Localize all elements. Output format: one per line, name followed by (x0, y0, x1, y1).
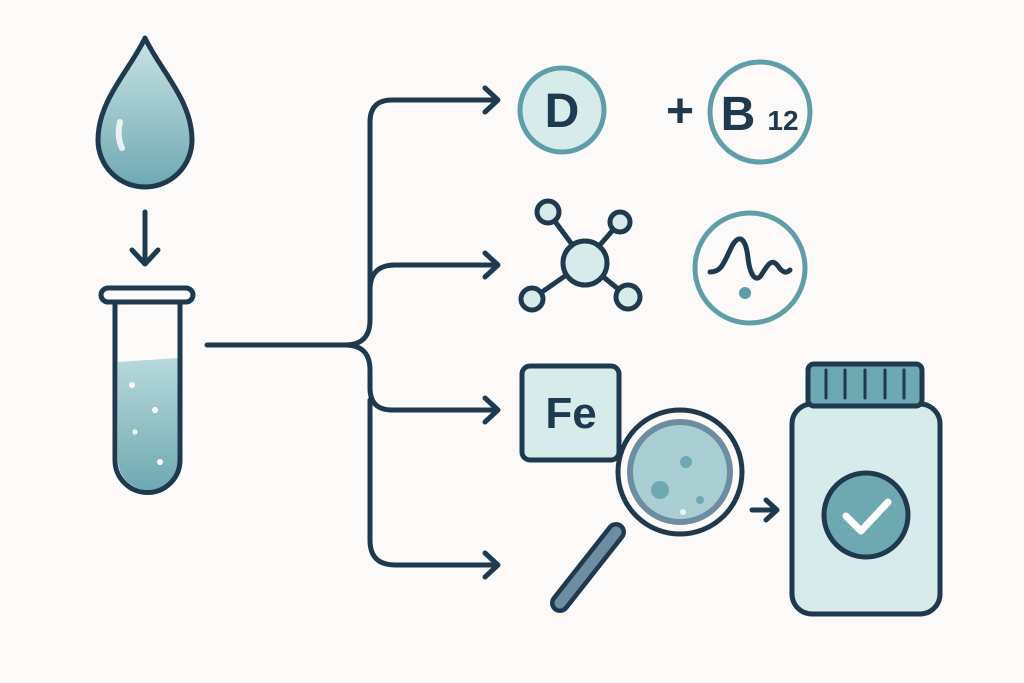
checkmark-icon (821, 470, 911, 560)
vitamin-d-icon (517, 65, 607, 155)
vitamin-b12-icon (707, 59, 813, 165)
arrow-right-icon (749, 497, 780, 523)
iron-element-icon (519, 363, 622, 463)
blood-drop-icon (95, 35, 195, 190)
hormone-wave-icon (692, 210, 808, 326)
arrow-down-icon (129, 209, 161, 267)
magnifier-icon (550, 407, 745, 613)
plus-sign: + (666, 85, 694, 138)
vitamin-b12-subscript: 12 (767, 105, 798, 136)
branching-connector (204, 85, 501, 580)
vitamin-d-label: D (545, 85, 580, 138)
supplement-bottle-icon (789, 361, 943, 617)
vitamin-b12-label: B (721, 88, 756, 141)
molecule-icon (518, 198, 643, 313)
iron-label: Fe (545, 389, 596, 438)
test-tube-icon (98, 285, 196, 495)
